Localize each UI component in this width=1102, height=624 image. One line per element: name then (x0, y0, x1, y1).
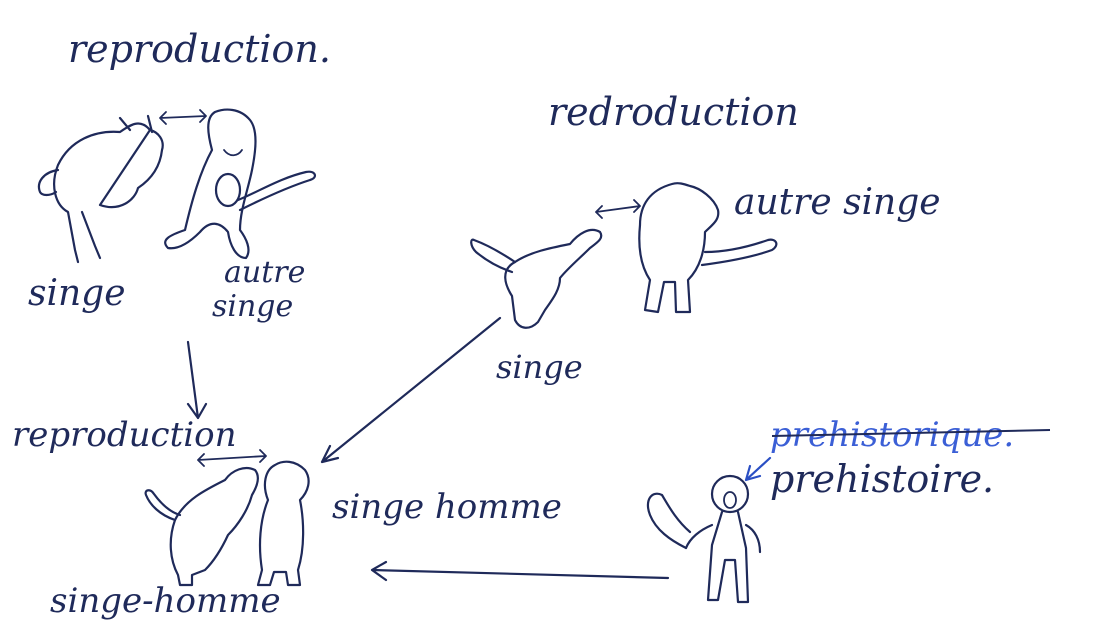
animal-singe-homme-left (146, 468, 258, 585)
reproduction-arrow-top (160, 110, 206, 124)
label-autre-singe-right: autre singe (734, 182, 941, 223)
label-prehistoire: prehistoire. (770, 457, 994, 501)
figure-prehistoric-man (648, 476, 760, 602)
animal-singe-right (471, 230, 601, 328)
arrow-man-to-singe-homme (372, 562, 668, 580)
label-redroduction: redroduction (548, 90, 799, 134)
animal-singe-top-left (39, 116, 163, 262)
label-singe-homme-right: singe homme (332, 487, 562, 527)
label-singe-homme-bottom: singe-homme (50, 581, 281, 621)
reproduction-arrow-right (596, 200, 640, 218)
label-singe-right: singe (496, 348, 583, 386)
arrow-singe-to-singe-homme (322, 318, 500, 462)
label-reproduction-top: reproduction. (68, 27, 331, 71)
label-singe-left-line2: singe (212, 289, 293, 324)
label-autre-left-line1: autre (224, 255, 305, 290)
label-reproduction-mid: reproduction (12, 415, 236, 455)
arrow-down-to-reproduction (188, 342, 206, 418)
animal-autre-singe-top-left (165, 110, 315, 258)
arrow-label-to-man (746, 458, 770, 480)
animal-singe-homme-right (258, 462, 309, 585)
label-singe-left: singe (28, 273, 126, 314)
